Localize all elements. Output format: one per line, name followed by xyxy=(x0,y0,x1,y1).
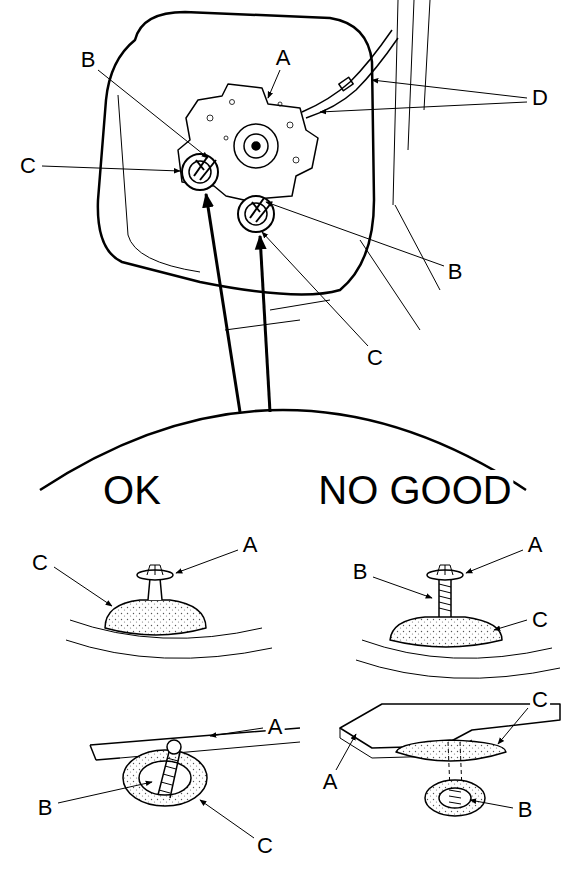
panel-heading: NO GOOD xyxy=(316,470,513,510)
callout-letter: A xyxy=(266,716,285,738)
foam-seal xyxy=(105,600,206,635)
callout-letter: A xyxy=(526,534,545,556)
grommet xyxy=(182,154,218,190)
callout-letter: D xyxy=(530,87,550,109)
callout-letter: C xyxy=(255,835,275,857)
callout-letter: B xyxy=(516,799,535,821)
base-plate xyxy=(178,84,318,200)
wire-harness xyxy=(302,30,398,118)
callout-letter: C xyxy=(365,347,385,369)
grommet xyxy=(238,196,274,232)
callout-letter: B xyxy=(351,561,370,583)
callout-letter: B xyxy=(79,49,98,71)
callout-letter: C xyxy=(18,155,38,177)
foam-seal xyxy=(390,617,502,647)
mirror-housing xyxy=(98,12,374,295)
grommet xyxy=(123,750,207,806)
callout-letter: C xyxy=(530,689,550,711)
foam-seal xyxy=(396,740,506,761)
callout-letter: B xyxy=(36,797,55,819)
panel-heading: OK xyxy=(101,470,163,510)
callout-letter: A xyxy=(274,47,293,69)
callout-letter: A xyxy=(241,534,260,556)
callout-letter: A xyxy=(321,771,340,793)
callout-letter: C xyxy=(530,609,550,631)
callout-letter: B xyxy=(446,261,465,283)
callout-letter: C xyxy=(30,552,50,574)
